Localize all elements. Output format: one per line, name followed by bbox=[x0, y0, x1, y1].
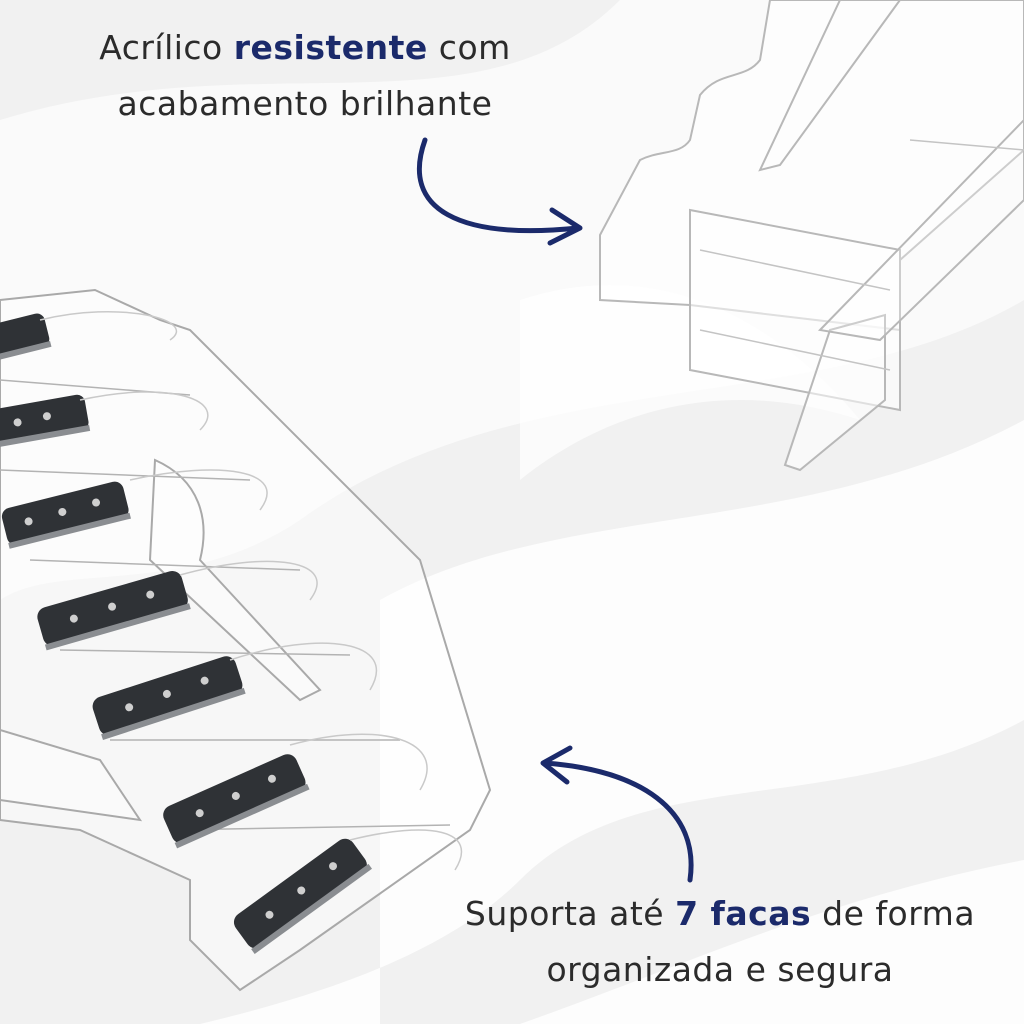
caption-top-line1-post: com bbox=[427, 28, 511, 67]
caption-bottom-line1-post: de forma bbox=[811, 894, 976, 933]
caption-top-emphasis: resistente bbox=[233, 28, 428, 67]
caption-bottom-emphasis: 7 facas bbox=[675, 894, 812, 933]
caption-top-line1-pre: Acrílico bbox=[99, 28, 234, 67]
knife-handles bbox=[0, 313, 372, 954]
caption-bottom-line2: organizada e segura bbox=[546, 950, 894, 989]
arrow-to-acrylic bbox=[417, 137, 581, 233]
caption-top: Acrílico resistente com acabamento brilh… bbox=[60, 20, 550, 132]
caption-top-line2: acabamento brilhante bbox=[117, 84, 493, 123]
caption-bottom: Suporta até 7 facas de forma organizada … bbox=[420, 886, 1020, 998]
caption-bottom-line1-pre: Suporta até bbox=[464, 894, 676, 933]
arrow-to-knives bbox=[542, 760, 694, 883]
